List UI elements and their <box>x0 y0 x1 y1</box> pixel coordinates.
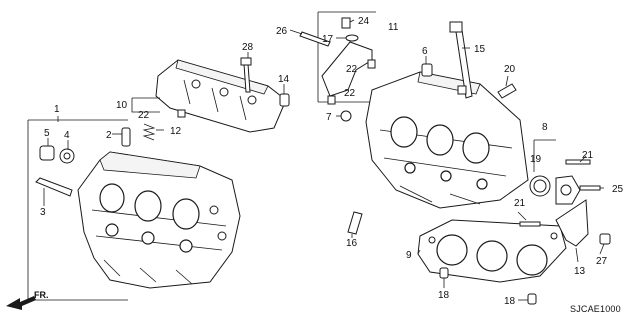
callout-19: 19 <box>530 154 542 165</box>
callout-labels: 1 2 3 4 5 6 7 8 9 10 11 12 13 14 15 16 1… <box>40 16 624 307</box>
callout-6: 6 <box>422 46 428 57</box>
callout-28: 28 <box>242 42 254 53</box>
head-gasket <box>417 219 567 305</box>
callout-27: 27 <box>596 256 608 267</box>
callout-16: 16 <box>346 238 358 249</box>
camshaft-holder-assembly <box>131 57 290 133</box>
callout-10: 10 <box>116 100 128 111</box>
callout-3: 3 <box>40 207 46 218</box>
callout-13: 13 <box>574 266 586 277</box>
callout-22-b: 22 <box>344 88 356 99</box>
side-components <box>519 139 611 247</box>
callout-7: 7 <box>326 112 332 123</box>
rear-cylinder-head <box>27 119 241 301</box>
callout-4: 4 <box>64 130 70 141</box>
callout-18-a: 18 <box>438 290 450 301</box>
callout-11: 11 <box>388 22 399 33</box>
callout-20: 20 <box>504 64 516 75</box>
callout-18-b: 18 <box>504 296 516 307</box>
callout-25: 25 <box>612 184 624 195</box>
callout-22-c: 22 <box>346 64 358 75</box>
diagram-code: SJCAE1000 <box>570 304 621 314</box>
callout-8: 8 <box>542 122 548 133</box>
callout-2: 2 <box>106 130 112 141</box>
callout-21-b: 21 <box>514 198 526 209</box>
callout-24: 24 <box>358 16 370 27</box>
callout-21-a: 21 <box>582 150 594 161</box>
bracket-assembly <box>299 11 376 105</box>
callout-22-a: 22 <box>138 110 150 121</box>
leader-lines <box>43 19 605 301</box>
callout-14: 14 <box>278 74 290 85</box>
callout-15: 15 <box>474 44 486 55</box>
callout-5: 5 <box>44 128 50 139</box>
callout-17: 17 <box>322 34 334 45</box>
callout-26: 26 <box>276 26 288 37</box>
direction-label: FR. <box>34 290 49 300</box>
front-cylinder-head <box>340 21 529 235</box>
callout-9: 9 <box>406 250 412 261</box>
callout-12: 12 <box>170 126 182 137</box>
front-direction-arrow: FR. <box>6 290 49 310</box>
callout-1: 1 <box>54 104 60 115</box>
